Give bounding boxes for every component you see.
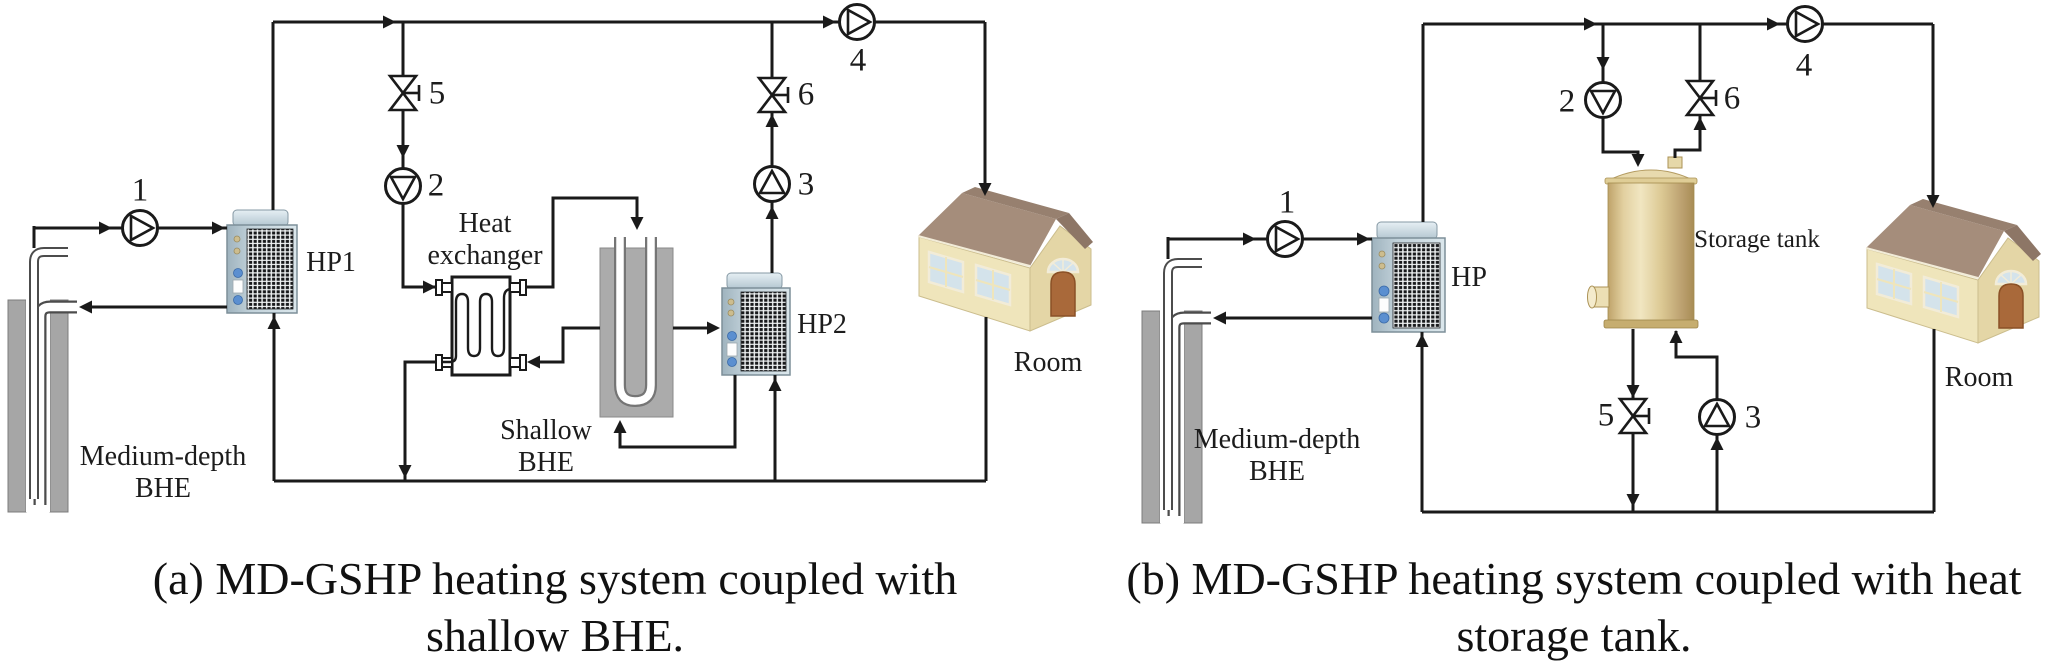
caption-panel-a-line1: (a) MD-GSHP heating system coupled with — [152, 553, 958, 604]
room-label-a: Room — [1013, 347, 1083, 378]
pump-4-label-a: 4 — [849, 42, 867, 79]
flow-arrows-panel-a — [79, 15, 992, 478]
heat-exchanger-label-line2: exchanger — [427, 240, 543, 271]
valve-5-label-a: 5 — [428, 75, 446, 112]
caption-panel-a-line2: shallow BHE. — [425, 610, 685, 661]
pump-2-label-b: 2 — [1558, 83, 1576, 120]
pump-4-symbol-b — [1786, 5, 1824, 43]
hp-label-b: HP — [1451, 262, 1487, 293]
pump-1-label-b: 1 — [1278, 184, 1296, 221]
medium-depth-bhe-a — [8, 226, 77, 512]
medium-depth-bhe-label-b-line2: BHE — [1248, 456, 1305, 487]
medium-depth-bhe-label-a-line1: Medium-depth — [79, 441, 247, 472]
pump-1-symbol-b — [1266, 220, 1304, 258]
heat-pump-unit-hp-b — [1371, 221, 1446, 333]
heat-exchanger-symbol — [435, 275, 527, 377]
pump-3-symbol-a — [753, 165, 791, 203]
hp2-label: HP2 — [797, 309, 847, 340]
pump-2-symbol-b — [1584, 81, 1622, 119]
valve-6-label-b: 6 — [1723, 80, 1741, 117]
pump-3-label-b: 3 — [1744, 399, 1762, 436]
heat-pump-unit-hp2 — [721, 272, 791, 376]
shallow-bhe-label: Shallow BHE — [500, 415, 592, 479]
medium-depth-bhe-label-b-line1: Medium-depth — [1193, 424, 1361, 455]
valve-5-symbol-b — [1617, 397, 1651, 435]
room-house-a — [916, 185, 1095, 333]
storage-tank-label: Storage tank — [1694, 226, 1820, 253]
pump-2-label-a: 2 — [427, 167, 445, 204]
medium-depth-bhe-label-a-line2: BHE — [134, 473, 191, 504]
valve-5-symbol-a — [387, 74, 421, 112]
room-label-b: Room — [1944, 362, 2014, 393]
valve-6-label-a: 6 — [797, 76, 815, 113]
shallow-bhe-label-line1: Shallow — [500, 415, 592, 446]
medium-depth-bhe-label-a: Medium-depth BHE — [80, 441, 246, 505]
heat-exchanger-label: Heat exchanger — [427, 208, 542, 272]
valve-6-symbol-b — [1684, 79, 1718, 117]
pump-4-label-b: 4 — [1795, 47, 1813, 84]
caption-panel-a: (a) MD-GSHP heating system coupled with … — [153, 550, 957, 664]
pump-symbols — [121, 3, 1824, 436]
storage-tank-symbol — [1587, 156, 1699, 329]
pump-3-symbol-b — [1698, 398, 1736, 436]
pump-1-symbol-a — [121, 209, 159, 247]
caption-panel-b-line2: storage tank. — [1456, 610, 1692, 661]
medium-depth-bhe-label-b: Medium-depth BHE — [1194, 424, 1360, 488]
valve-symbols — [387, 74, 1718, 435]
flow-arrows-panel-b — [1213, 17, 1940, 507]
pump-1-label-a: 1 — [131, 172, 149, 209]
caption-panel-b: (b) MD-GSHP heating system coupled with … — [1126, 550, 2021, 664]
pump-4-symbol-a — [838, 3, 876, 41]
pump-2-symbol-a — [384, 167, 422, 205]
room-house-b — [1864, 197, 2043, 345]
shallow-bhe-label-line2: BHE — [518, 447, 574, 478]
valve-5-label-b: 5 — [1597, 397, 1615, 434]
heat-pump-unit-hp1 — [226, 209, 298, 314]
shallow-bhe-symbol — [599, 237, 674, 418]
valve-6-symbol-a — [756, 76, 790, 114]
hp1-label: HP1 — [306, 247, 356, 278]
heat-exchanger-label-line1: Heat — [458, 208, 512, 239]
caption-panel-b-line1: (b) MD-GSHP heating system coupled with … — [1126, 553, 2022, 604]
pump-3-label-a: 3 — [797, 166, 815, 203]
